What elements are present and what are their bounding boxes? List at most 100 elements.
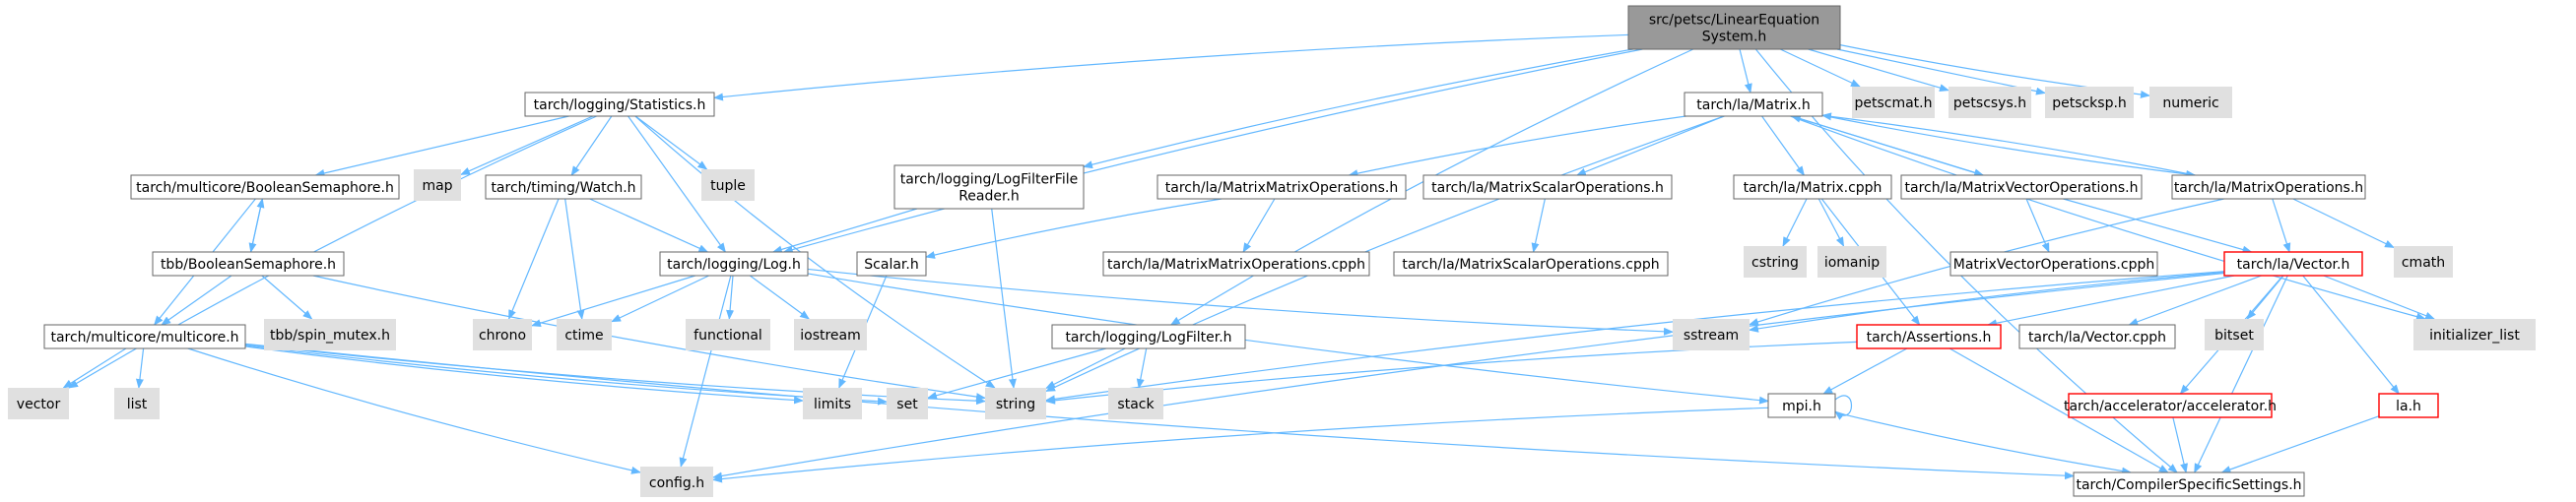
node-multicore[interactable]: tarch/multicore/multicore.h bbox=[43, 324, 246, 349]
node-limits: limits bbox=[803, 388, 862, 419]
node-vector_h[interactable]: tarch/la/Vector.h bbox=[2223, 251, 2363, 277]
node-box bbox=[887, 388, 928, 419]
node-label: limits bbox=[814, 397, 851, 412]
edge-vector_h-to-compiler bbox=[2194, 275, 2288, 473]
edge-root-to-petscsys bbox=[1808, 48, 1949, 93]
dependency-edges bbox=[62, 33, 2436, 483]
node-box bbox=[659, 251, 809, 277]
edge-mpi-to-compiler bbox=[1834, 411, 2133, 475]
node-box bbox=[2205, 319, 2264, 350]
node-label: tarch/CompilerSpecificSettings.h bbox=[2076, 477, 2301, 493]
node-box bbox=[1108, 388, 1163, 419]
node-la_h[interactable]: la.h bbox=[2378, 393, 2439, 418]
node-label: tarch/la/MatrixMatrixOperations.h bbox=[1165, 180, 1398, 196]
edge-tbb_boolsem-to-boolsem_mc bbox=[250, 198, 265, 253]
node-label: tarch/multicore/BooleanSemaphore.h bbox=[136, 180, 394, 196]
edge-matrix_h-to-matrix_cpph bbox=[1761, 115, 1806, 176]
node-box bbox=[1767, 393, 1836, 418]
node-box bbox=[856, 251, 927, 277]
node-msops_h[interactable]: tarch/la/MatrixScalarOperations.h bbox=[1422, 174, 1673, 200]
node-label: tarch/la/Vector.cpph bbox=[2028, 330, 2166, 345]
node-box bbox=[1856, 324, 2002, 349]
node-cstring: cstring bbox=[1744, 246, 1807, 278]
node-label: list bbox=[127, 397, 148, 412]
node-matrix_cpph[interactable]: tarch/la/Matrix.cpph bbox=[1733, 174, 1892, 200]
node-label: iomanip bbox=[1824, 255, 1880, 271]
edge-root-to-matrix_h bbox=[1739, 48, 1752, 94]
node-label: tarch/timing/Watch.h bbox=[491, 180, 635, 196]
node-box bbox=[893, 164, 1085, 210]
edge-multicore-to-config bbox=[187, 347, 641, 474]
node-box bbox=[1422, 174, 1673, 200]
node-box bbox=[1949, 87, 2031, 118]
node-iomanip: iomanip bbox=[1817, 246, 1886, 278]
node-box bbox=[114, 388, 160, 419]
node-box bbox=[2149, 87, 2232, 118]
node-label: tarch/la/MatrixScalarOperations.cpph bbox=[1402, 257, 1659, 273]
node-scalar[interactable]: Scalar.h bbox=[856, 251, 927, 277]
node-label: cmath bbox=[2402, 255, 2445, 271]
node-box bbox=[1673, 319, 1750, 350]
node-set: set bbox=[887, 388, 928, 419]
node-accel[interactable]: tarch/accelerator/accelerator.h bbox=[2064, 393, 2277, 418]
edge-logfilterfile-to-string bbox=[991, 208, 1017, 389]
edge-root-to-petscmat bbox=[1779, 48, 1861, 88]
edge-multicore-to-vector bbox=[62, 347, 127, 389]
edge-vector_h-to-config bbox=[712, 272, 2225, 480]
node-initlist: initializer_list bbox=[2413, 319, 2536, 350]
node-box bbox=[640, 467, 713, 498]
node-compiler[interactable]: tarch/CompilerSpecificSettings.h bbox=[2073, 471, 2305, 497]
node-mmops_cpph[interactable]: tarch/la/MatrixMatrixOperations.cpph bbox=[1102, 251, 1370, 277]
node-box bbox=[2068, 393, 2273, 418]
node-label: tarch/la/Vector.h bbox=[2237, 257, 2350, 273]
node-vector_cpph[interactable]: tarch/la/Vector.cpph bbox=[2018, 324, 2176, 349]
node-matrix_h[interactable]: tarch/la/Matrix.h bbox=[1684, 92, 1823, 117]
edge-root-to-log_h bbox=[782, 48, 1643, 254]
node-label: petscsys.h bbox=[1953, 95, 2026, 111]
node-vector: vector bbox=[8, 388, 69, 419]
node-mvops_cpph[interactable]: MatrixVectorOperations.cpph bbox=[1949, 251, 2158, 277]
edge-matrix_h-to-msops_h bbox=[1575, 115, 1725, 176]
edge-mops_h-to-matrix_h bbox=[1821, 112, 2196, 176]
node-mops_h[interactable]: tarch/la/MatrixOperations.h bbox=[2171, 174, 2366, 200]
node-mvops_h[interactable]: tarch/la/MatrixVectorOperations.h bbox=[1900, 174, 2143, 200]
node-stats[interactable]: tarch/logging/Statistics.h bbox=[524, 92, 715, 117]
node-box bbox=[2394, 246, 2453, 278]
node-bitset: bitset bbox=[2205, 319, 2264, 350]
node-label: sstream bbox=[1684, 328, 1739, 344]
edge-assertions-to-mpi bbox=[1822, 347, 1908, 395]
edge-mvops_h-to-matrix_h bbox=[1790, 114, 1984, 176]
node-mpi[interactable]: mpi.h bbox=[1767, 393, 1836, 418]
edge-stats-to-boolsem_mc bbox=[314, 115, 569, 177]
edge-watch-to-chrono bbox=[508, 198, 560, 320]
edge-vector_h-to-assertions bbox=[1987, 275, 2235, 328]
node-mmops_h[interactable]: tarch/la/MatrixMatrixOperations.h bbox=[1156, 174, 1407, 200]
node-assertions[interactable]: tarch/Assertions.h bbox=[1856, 324, 2002, 349]
node-box bbox=[8, 388, 69, 419]
edge-accel-to-compiler bbox=[2172, 416, 2188, 473]
node-label: Reader.h bbox=[958, 189, 1020, 205]
node-tbb_boolsem[interactable]: tbb/BooleanSemaphore.h bbox=[152, 251, 345, 277]
edge-matrix_cpph-to-cstring bbox=[1782, 198, 1808, 247]
node-box bbox=[264, 319, 396, 350]
node-msops_cpph[interactable]: tarch/la/MatrixScalarOperations.cpph bbox=[1393, 251, 1669, 277]
node-label: petscmat.h bbox=[1854, 95, 1932, 111]
node-label: map bbox=[422, 178, 452, 194]
node-box bbox=[1102, 251, 1370, 277]
node-watch[interactable]: tarch/timing/Watch.h bbox=[485, 174, 642, 200]
node-label: tbb/spin_mutex.h bbox=[270, 328, 390, 344]
node-petscksp: petscksp.h bbox=[2045, 87, 2134, 118]
node-boolsem_mc[interactable]: tarch/multicore/BooleanSemaphore.h bbox=[130, 174, 400, 200]
node-label: tuple bbox=[710, 178, 746, 194]
edge-multicore-to-string bbox=[244, 344, 986, 406]
node-label: chrono bbox=[479, 328, 526, 344]
node-logfilter[interactable]: tarch/logging/LogFilter.h bbox=[1051, 324, 1246, 349]
node-label: tarch/la/Matrix.h bbox=[1696, 97, 1810, 113]
edge-la_h-to-compiler bbox=[2220, 415, 2380, 473]
node-box bbox=[2018, 324, 2176, 349]
node-log_h[interactable]: tarch/logging/Log.h bbox=[659, 251, 809, 277]
node-box bbox=[985, 388, 1046, 419]
edge-matrix_h-to-mops_h bbox=[1821, 114, 2197, 178]
